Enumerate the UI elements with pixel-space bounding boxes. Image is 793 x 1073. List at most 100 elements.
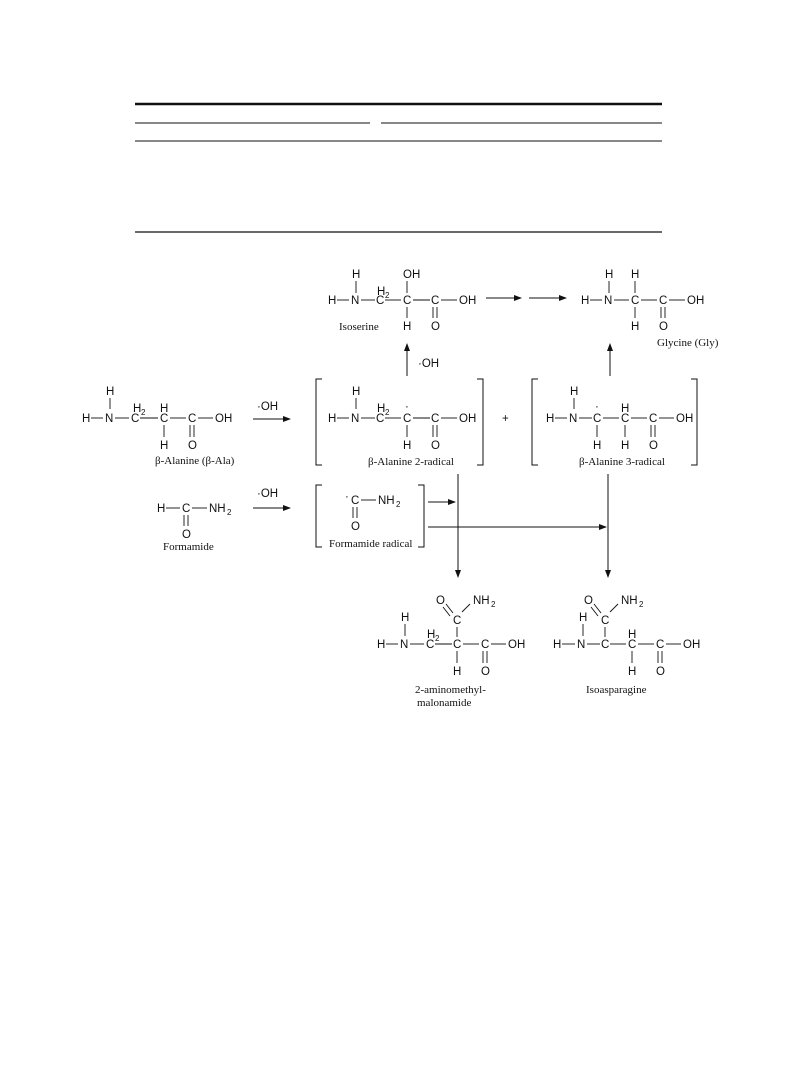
svg-text:H: H [553,639,561,651]
svg-text:NH: NH [473,595,490,607]
svg-text:2: 2 [639,600,644,609]
svg-text:H: H [605,269,613,281]
svg-text:H: H [160,440,168,452]
svg-text:OH: OH [459,413,476,425]
svg-text:N: N [105,413,113,425]
svg-text:C: C [656,639,664,651]
svg-text:OH: OH [459,295,476,307]
svg-text:H: H [570,386,578,398]
svg-text:H: H [631,321,639,333]
label-beta-alanine-3-radical: β-Alanine 3-radical [579,456,665,468]
svg-text:H: H [401,612,409,624]
svg-text:C: C [649,413,657,425]
svg-text:H: H [546,413,554,425]
svg-text:H: H [621,440,629,452]
label-aminomethyl-malonamide-2: malonamide [417,697,471,709]
svg-text:O: O [649,440,658,452]
svg-text:N: N [569,413,577,425]
svg-text:OH: OH [687,295,704,307]
svg-text:C: C [628,639,636,651]
label-glycine: Glycine (Gly) [657,337,719,349]
svg-text:H: H [328,295,336,307]
reagent-oh-2: ·OH [257,488,278,500]
svg-text:C: C [131,413,139,425]
svg-text:N: N [351,413,359,425]
svg-text:2: 2 [435,634,440,643]
svg-text:C: C [631,295,639,307]
svg-text:H: H [352,386,360,398]
svg-text:C: C [601,639,609,651]
svg-text:O: O [182,529,191,541]
svg-text:O: O [656,666,665,678]
svg-text:H: H [133,403,141,415]
svg-text:H: H [453,666,461,678]
svg-text:2: 2 [385,291,390,300]
table-rules [135,102,662,233]
svg-text:H: H [427,629,435,641]
label-aminomethyl-malonamide-1: 2-aminomethyl- [415,684,486,696]
svg-text:O: O [431,321,440,333]
beta-alanine-3-radical-structure: H H N · C H H C H C O OH β-Alanine 3-rad… [531,378,698,468]
svg-text:H: H [628,666,636,678]
svg-text:H: H [593,440,601,452]
svg-text:C: C [182,503,190,515]
svg-text:OH: OH [676,413,693,425]
svg-text:C: C [403,413,411,425]
label-isoserine: Isoserine [339,321,379,333]
svg-text:H: H [621,403,629,415]
svg-text:OH: OH [215,413,232,425]
svg-text:C: C [160,413,168,425]
svg-text:H: H [628,629,636,641]
svg-text:OH: OH [683,639,700,651]
svg-text:2: 2 [396,500,401,509]
svg-text:C: C [453,615,461,627]
svg-text:NH: NH [621,595,638,607]
reagent-oh-up: ·OH [418,358,439,370]
svg-text:O: O [584,595,593,607]
svg-text:O: O [659,321,668,333]
svg-text:C: C [431,413,439,425]
svg-text:C: C [403,295,411,307]
svg-text:C: C [431,295,439,307]
svg-text:C: C [376,295,384,307]
svg-text:2: 2 [141,408,146,417]
svg-text:H: H [403,440,411,452]
svg-text:C: C [593,413,601,425]
svg-text:OH: OH [403,269,420,281]
label-beta-alanine-2-radical: β-Alanine 2-radical [368,456,454,468]
svg-text:C: C [351,495,359,507]
svg-text:C: C [426,639,434,651]
svg-text:OH: OH [508,639,525,651]
svg-text:NH: NH [378,495,395,507]
svg-text:H: H [82,413,90,425]
label-beta-alanine: β-Alanine (β-Ala) [155,455,235,467]
svg-text:C: C [453,639,461,651]
reagent-oh-1: ·OH [257,401,278,413]
svg-text:H: H [403,321,411,333]
svg-text:H: H [377,639,385,651]
svg-text:C: C [188,413,196,425]
svg-text:·: · [405,401,409,413]
svg-text:O: O [351,521,360,533]
svg-text:H: H [581,295,589,307]
svg-text:C: C [621,413,629,425]
svg-text:C: C [601,615,609,627]
svg-text:C: C [376,413,384,425]
svg-text:NH: NH [209,503,226,515]
plus-sign: + [502,413,509,425]
glycine-structure: H H N H C H C O OH Glycine (Gly) [581,269,719,349]
svg-text:2: 2 [385,408,390,417]
label-isoasparagine: Isoasparagine [586,684,647,696]
svg-text:H: H [106,386,114,398]
svg-text:·: · [345,491,349,503]
svg-text:H: H [352,269,360,281]
svg-text:N: N [577,639,585,651]
